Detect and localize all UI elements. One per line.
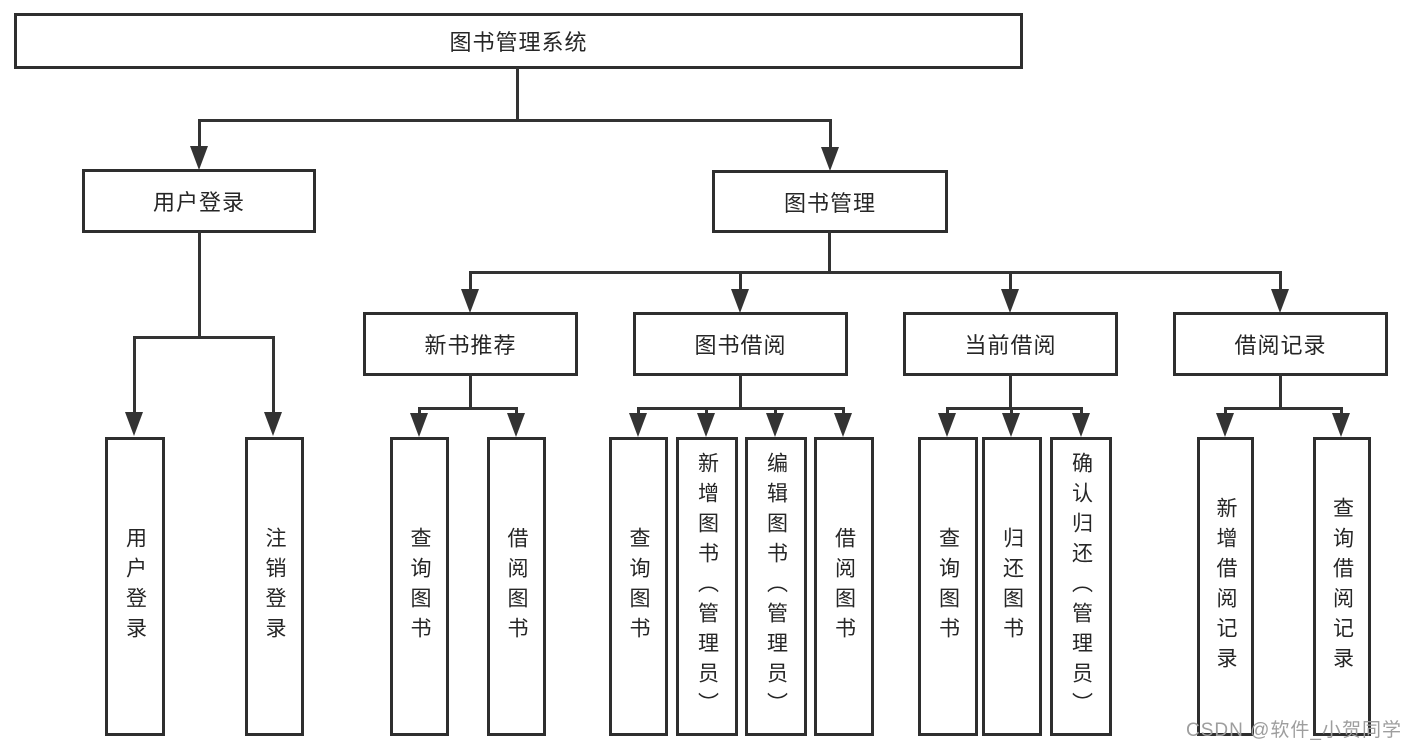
leaf-user-login-label: 用户登录 xyxy=(123,526,147,647)
leaf-query-borrow-record-label: 查询借阅记录 xyxy=(1330,496,1354,677)
arrow-down-icon xyxy=(731,289,749,313)
arrow-down-icon xyxy=(766,413,784,437)
connector-line xyxy=(1080,407,1083,417)
arrow-down-icon xyxy=(821,147,839,171)
connector-line xyxy=(829,119,832,149)
node-book-management: 图书管理 xyxy=(712,170,948,233)
leaf-user-login: 用户登录 xyxy=(105,437,165,736)
node-book-borrow-label: 图书借阅 xyxy=(694,333,787,358)
connector-line xyxy=(1010,407,1013,417)
leaf-borrow-books: 借阅图书 xyxy=(814,437,874,736)
connector-line xyxy=(1009,373,1012,410)
connector-line xyxy=(1224,407,1343,410)
connector-line xyxy=(842,407,845,417)
arrow-down-icon xyxy=(938,413,956,437)
arrow-down-icon xyxy=(1216,413,1234,437)
connector-line xyxy=(198,119,832,122)
connector-line xyxy=(272,336,275,416)
leaf-return-books: 归还图书 xyxy=(982,437,1042,736)
connector-line xyxy=(133,336,275,339)
arrow-down-icon xyxy=(1002,413,1020,437)
leaf-confirm-return-admin: 确认归还（管理员） xyxy=(1050,437,1112,736)
leaf-add-books-admin-label: 新增图书（管理员） xyxy=(695,451,719,722)
connector-line xyxy=(198,119,201,149)
connector-line xyxy=(469,373,472,410)
arrow-down-icon xyxy=(410,413,428,437)
leaf-logout: 注销登录 xyxy=(245,437,304,736)
leaf-confirm-return-admin-label: 确认归还（管理员） xyxy=(1069,451,1093,722)
leaf-edit-books-admin: 编辑图书（管理员） xyxy=(745,437,807,736)
node-book-borrow: 图书借阅 xyxy=(633,312,848,376)
leaf-query-books-borrow-label: 查询图书 xyxy=(627,526,650,647)
leaf-query-borrow-record: 查询借阅记录 xyxy=(1313,437,1371,736)
connector-line xyxy=(418,407,518,410)
arrow-down-icon xyxy=(190,146,208,170)
node-new-book-recommend: 新书推荐 xyxy=(363,312,578,376)
connector-line xyxy=(515,407,518,417)
node-root-label: 图书管理系统 xyxy=(449,30,588,55)
leaf-logout-label: 注销登录 xyxy=(263,526,286,647)
leaf-add-borrow-record: 新增借阅记录 xyxy=(1197,437,1254,736)
node-borrow-records: 借阅记录 xyxy=(1173,312,1388,376)
arrow-down-icon xyxy=(264,412,282,436)
arrow-down-icon xyxy=(1332,413,1350,437)
arrow-down-icon xyxy=(697,413,715,437)
connector-line xyxy=(637,407,640,417)
connector-line xyxy=(469,271,1282,274)
arrow-down-icon xyxy=(1271,289,1289,313)
leaf-return-books-label: 归还图书 xyxy=(1000,526,1024,647)
connector-line xyxy=(1009,271,1012,291)
arrow-down-icon xyxy=(507,413,525,437)
connector-line xyxy=(946,407,949,417)
node-current-borrow-label: 当前借阅 xyxy=(964,333,1057,358)
connector-line xyxy=(637,407,845,410)
arrow-down-icon xyxy=(629,413,647,437)
leaf-add-borrow-record-label: 新增借阅记录 xyxy=(1214,496,1237,677)
connector-line xyxy=(516,67,519,121)
leaf-query-books-borrow: 查询图书 xyxy=(609,437,668,736)
leaf-borrow-books-recommend: 借阅图书 xyxy=(487,437,546,736)
connector-line xyxy=(469,271,472,291)
leaf-query-books-current-label: 查询图书 xyxy=(936,526,960,647)
node-book-management-label: 图书管理 xyxy=(783,190,876,216)
arrow-down-icon xyxy=(1072,413,1090,437)
node-new-book-recommend-label: 新书推荐 xyxy=(424,333,517,358)
arrow-down-icon xyxy=(1001,289,1019,313)
leaf-add-books-admin: 新增图书（管理员） xyxy=(676,437,738,736)
leaf-query-books-current: 查询图书 xyxy=(918,437,978,736)
connector-line xyxy=(774,407,777,417)
node-root: 图书管理系统 xyxy=(14,13,1023,69)
leaf-borrow-books-recommend-label: 借阅图书 xyxy=(505,526,528,647)
connector-line xyxy=(198,231,201,338)
leaf-query-books-recommend: 查询图书 xyxy=(390,437,449,736)
connector-line xyxy=(828,231,831,273)
arrow-down-icon xyxy=(461,289,479,313)
connector-line xyxy=(1279,271,1282,291)
connector-line xyxy=(1224,407,1227,417)
node-user-login-label: 用户登录 xyxy=(152,190,245,215)
connector-line xyxy=(1340,407,1343,417)
connector-line xyxy=(133,336,136,416)
leaf-query-books-recommend-label: 查询图书 xyxy=(408,526,431,647)
arrow-down-icon xyxy=(125,412,143,436)
connector-line xyxy=(739,373,742,410)
leaf-edit-books-admin-label: 编辑图书（管理员） xyxy=(764,451,788,722)
connector-line xyxy=(739,271,742,291)
node-user-login: 用户登录 xyxy=(82,169,316,233)
csdn-watermark: CSDN @软件_小贺同学 xyxy=(1186,720,1402,741)
arrow-down-icon xyxy=(834,413,852,437)
connector-line xyxy=(1279,373,1282,410)
node-current-borrow: 当前借阅 xyxy=(903,312,1118,376)
node-borrow-records-label: 借阅记录 xyxy=(1234,333,1327,358)
leaf-borrow-books-label: 借阅图书 xyxy=(832,526,856,647)
connector-line xyxy=(705,407,708,417)
connector-line xyxy=(418,407,421,417)
connector-line xyxy=(946,407,1083,410)
